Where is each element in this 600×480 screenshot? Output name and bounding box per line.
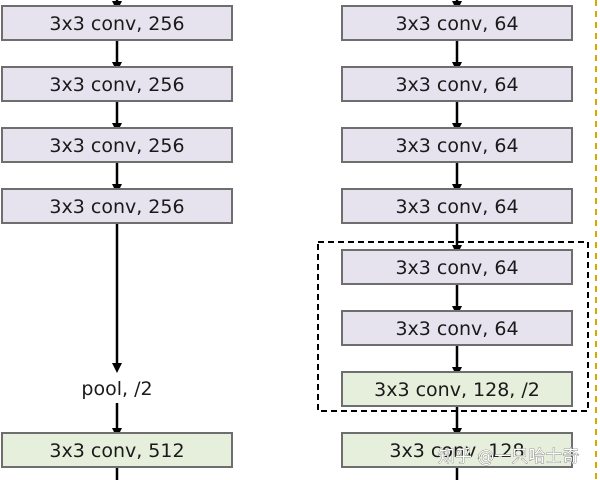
conv-block-label: 3x3 conv, 64 bbox=[395, 74, 518, 96]
conv-block-label: 3x3 conv, 64 bbox=[395, 196, 518, 218]
conv-block-label: 3x3 conv, 256 bbox=[49, 74, 184, 96]
conv-block: 3x3 conv, 64 bbox=[341, 310, 573, 346]
arrows-layer bbox=[112, 0, 462, 480]
downsample-block-label: 3x3 conv, 128, /2 bbox=[374, 379, 540, 401]
conv-block-box bbox=[341, 188, 573, 224]
conv-block-label: 3x3 conv, 256 bbox=[49, 135, 184, 157]
downsample-block-label: 3x3 conv, 128 bbox=[389, 440, 524, 462]
conv-block-box bbox=[1, 66, 233, 102]
dashed-block-group bbox=[317, 241, 589, 412]
conv-block-label: 3x3 conv, 64 bbox=[395, 257, 518, 279]
conv-block-box bbox=[1, 127, 233, 163]
conv-block: 3x3 conv, 64 bbox=[341, 188, 573, 224]
conv-block-box bbox=[341, 310, 573, 346]
downsample-block: 3x3 conv, 512 bbox=[1, 432, 233, 468]
conv-block-box bbox=[1, 5, 233, 41]
conv-block: 3x3 conv, 256 bbox=[1, 5, 233, 41]
watermark-text: 知乎 @一只哈士奇 bbox=[438, 447, 579, 467]
conv-block-label: 3x3 conv, 256 bbox=[49, 196, 184, 218]
left-column: 3x3 conv, 256 3x3 conv, 256 3x3 conv, 25… bbox=[1, 5, 233, 468]
conv-block: 3x3 conv, 64 bbox=[341, 249, 573, 285]
conv-block-box bbox=[341, 66, 573, 102]
downsample-block: 3x3 conv, 128, /2 bbox=[341, 371, 573, 407]
conv-block-label: 3x3 conv, 64 bbox=[395, 13, 518, 35]
conv-block-label: 3x3 conv, 64 bbox=[395, 135, 518, 157]
conv-block-box bbox=[341, 249, 573, 285]
conv-block: 3x3 conv, 256 bbox=[1, 127, 233, 163]
downsample-block-box bbox=[1, 432, 233, 468]
conv-block-box bbox=[1, 188, 233, 224]
conv-block: 3x3 conv, 256 bbox=[1, 66, 233, 102]
conv-block: 3x3 conv, 64 bbox=[341, 127, 573, 163]
conv-block-label: 3x3 conv, 64 bbox=[395, 318, 518, 340]
pool-label: pool, /2 bbox=[81, 378, 152, 400]
downsample-block-label: 3x3 conv, 512 bbox=[49, 440, 184, 462]
conv-block-label: 3x3 conv, 256 bbox=[49, 13, 184, 35]
conv-block-box bbox=[341, 127, 573, 163]
conv-block: 3x3 conv, 256 bbox=[1, 188, 233, 224]
downsample-block-box bbox=[341, 432, 573, 468]
downsample-block: 3x3 conv, 128 bbox=[341, 432, 573, 468]
conv-block: 3x3 conv, 64 bbox=[341, 5, 573, 41]
downsample-block-box bbox=[341, 371, 573, 407]
conv-block-box bbox=[341, 5, 573, 41]
right-column: 3x3 conv, 64 3x3 conv, 64 3x3 conv, 64 3… bbox=[341, 5, 573, 468]
conv-block: 3x3 conv, 64 bbox=[341, 66, 573, 102]
